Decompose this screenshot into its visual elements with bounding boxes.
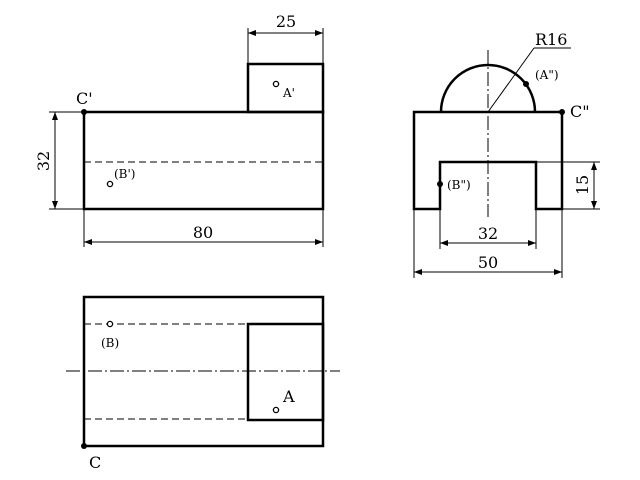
top-view: (B) A C	[66, 295, 340, 472]
dim-15-value: 15	[573, 175, 592, 195]
side-semicircle	[439, 63, 537, 113]
point-c-top-marker	[81, 443, 87, 449]
point-c-side-marker	[559, 109, 565, 115]
point-a-side-marker	[523, 81, 529, 87]
point-b-front-label: (B')	[114, 167, 135, 181]
point-c-top-label: C	[89, 453, 101, 472]
top-step-outline	[246, 322, 325, 422]
front-body-outline	[82, 110, 325, 211]
dim-80-value: 80	[193, 223, 213, 242]
point-a-side-label: (A")	[535, 68, 559, 82]
front-view: C' A' (B') 25 32 80	[34, 12, 325, 247]
dim-25-value: 25	[276, 12, 296, 31]
dim-32-value: 32	[34, 151, 53, 171]
r16-leader	[487, 47, 535, 113]
point-b-top-marker	[106, 320, 114, 328]
dim-50-value: 50	[478, 253, 498, 272]
point-b-front-marker	[106, 180, 114, 188]
point-c-side-label: C"	[570, 102, 590, 121]
dim-r16-value: R16	[535, 30, 567, 49]
point-a-top-label: A	[282, 387, 295, 406]
point-a-front-label: A'	[282, 86, 295, 100]
point-a-top-marker	[272, 406, 280, 414]
point-b-top-label: (B)	[101, 336, 119, 350]
front-step-outline	[246, 62, 325, 114]
side-view: R16 (A") C" (B") 15 32 50	[412, 30, 600, 278]
point-b-side-marker	[437, 181, 443, 187]
point-c-front-label: C'	[76, 89, 93, 108]
point-b-side-label: (B")	[447, 178, 471, 192]
dim-32b-value: 32	[478, 224, 498, 243]
point-a-front-marker	[272, 80, 280, 88]
